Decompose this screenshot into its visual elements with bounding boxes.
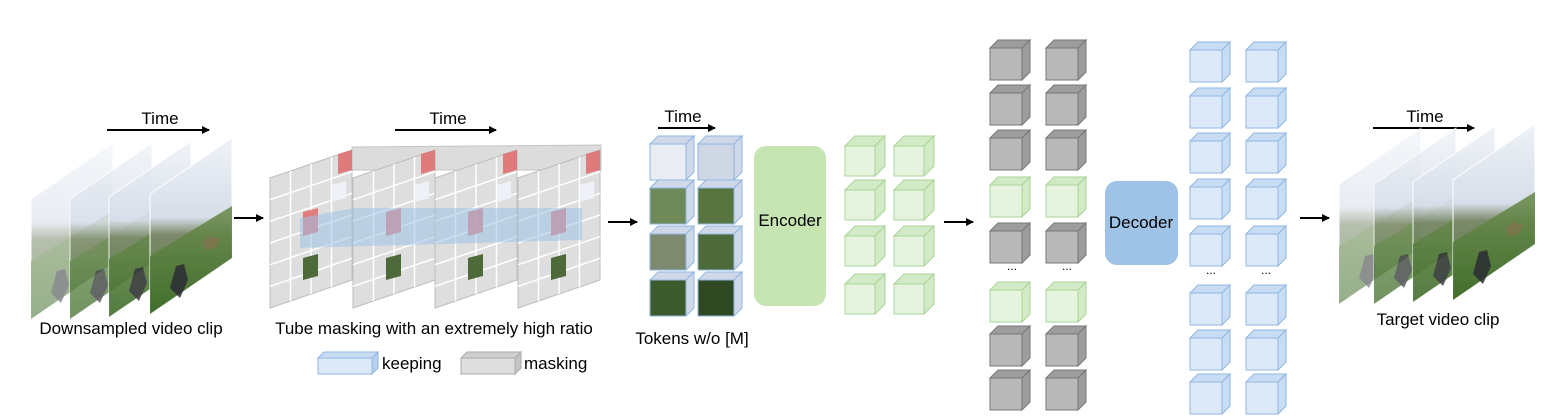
visible-patch (551, 254, 566, 280)
decoder-module: Decoder (1105, 181, 1178, 265)
visible-token-cube (988, 175, 1032, 219)
token-cube (696, 270, 744, 318)
visible-token-cube (1044, 175, 1088, 219)
visible-patch (580, 181, 594, 202)
visible-patch (468, 254, 483, 280)
tokens-label: Tokens w/o [M] (635, 329, 748, 348)
mask-token-cube (988, 83, 1032, 127)
target-clip-label: Target video clip (1377, 310, 1500, 329)
encoded-token-cube (892, 178, 936, 222)
encoded-token-cube (892, 224, 936, 268)
token-cube (648, 178, 696, 226)
reconstructed-token-cube (1188, 224, 1232, 268)
mask-token-cube (1044, 38, 1088, 82)
visible-patch (332, 181, 346, 202)
encoder-label: Encoder (758, 211, 822, 230)
encoded-tokens (843, 134, 936, 316)
reconstructed-token-cube (1244, 86, 1288, 130)
kept-tube-band (300, 208, 582, 248)
decoder-input-tokens: ...... (988, 38, 1088, 412)
mask-token-cube (1044, 324, 1088, 368)
downsampled-clip-label: Downsampled video clip (39, 319, 222, 338)
visible-patch (415, 181, 429, 202)
ellipsis: ... (1206, 263, 1216, 277)
tube-masking-label: Tube masking with an extremely high rati… (275, 319, 593, 338)
kept-patch (503, 150, 517, 174)
encoded-token-cube (892, 134, 936, 178)
time-label: Time (141, 109, 178, 128)
legend-keeping-label: keeping (382, 354, 442, 373)
legend-masking-swatch (460, 357, 516, 375)
encoded-token-cube (892, 272, 936, 316)
time-label: Time (429, 109, 466, 128)
time-label: Time (664, 107, 701, 126)
legend-masking-label: masking (524, 354, 587, 373)
reconstructed-token-cube (1244, 177, 1288, 221)
encoded-token-cube (843, 134, 887, 178)
kept-patch (421, 150, 435, 174)
visible-token-cube (1044, 280, 1088, 324)
kept-patch (586, 150, 600, 174)
encoder-module: Encoder (754, 146, 826, 306)
token-cube (696, 134, 744, 182)
token-cube (648, 224, 696, 272)
reconstructed-token-cube (1188, 328, 1232, 372)
token-cube (696, 224, 744, 272)
token-cube (648, 134, 696, 182)
mask-token-cube (1044, 368, 1088, 412)
visible-patch (303, 254, 318, 280)
visible-patch (386, 254, 401, 280)
ellipsis: ... (1007, 259, 1017, 273)
ellipsis: ... (1062, 259, 1072, 273)
mask-token-cube (988, 368, 1032, 412)
reconstructed-token-cube (1188, 283, 1232, 327)
reconstructed-token-cube (1188, 86, 1232, 130)
mask-token-cube (988, 38, 1032, 82)
encoder-block (754, 146, 826, 306)
encoded-token-cube (843, 224, 887, 268)
mask-token-cube (988, 324, 1032, 368)
mask-token-cube (1044, 221, 1088, 265)
decoder-label: Decoder (1109, 213, 1174, 232)
reconstructed-token-cube (1188, 131, 1232, 175)
legend: keeping masking (316, 350, 587, 376)
legend-keeping-swatch (317, 357, 373, 375)
visible-patch (497, 181, 511, 202)
mask-token-cube (1044, 128, 1088, 172)
mask-token-cube (988, 128, 1032, 172)
reconstructed-token-cube (1188, 40, 1232, 84)
downsampled-clip: Time Downsampled video clip (30, 109, 233, 338)
time-label: Time (1406, 107, 1443, 126)
reconstructed-token-cube (1244, 40, 1288, 84)
token-cube (648, 270, 696, 318)
token-cube (696, 178, 744, 226)
reconstructed-token-cube (1244, 372, 1288, 416)
reconstructed-token-cube (1244, 283, 1288, 327)
reconstructed-token-cube (1188, 372, 1232, 416)
reconstructed-token-cube (1244, 131, 1288, 175)
ellipsis: ... (1261, 263, 1271, 277)
tube-masking: Time Tube masking with an extremely high… (269, 109, 602, 376)
reconstructed-token-cube (1244, 328, 1288, 372)
tokens: Time Tokens w/o [M] (635, 107, 748, 348)
target-clip: Time Target video clip (1338, 107, 1536, 329)
decoder-output-tokens: ...... (1188, 40, 1288, 416)
mask-token-cube (1044, 83, 1088, 127)
decoder-block (1105, 181, 1178, 265)
reconstructed-token-cube (1188, 177, 1232, 221)
visible-token-cube (988, 280, 1032, 324)
mask-token-cube (988, 221, 1032, 265)
encoded-token-cube (843, 272, 887, 316)
reconstructed-token-cube (1244, 224, 1288, 268)
kept-patch (338, 150, 352, 174)
encoded-token-cube (843, 178, 887, 222)
